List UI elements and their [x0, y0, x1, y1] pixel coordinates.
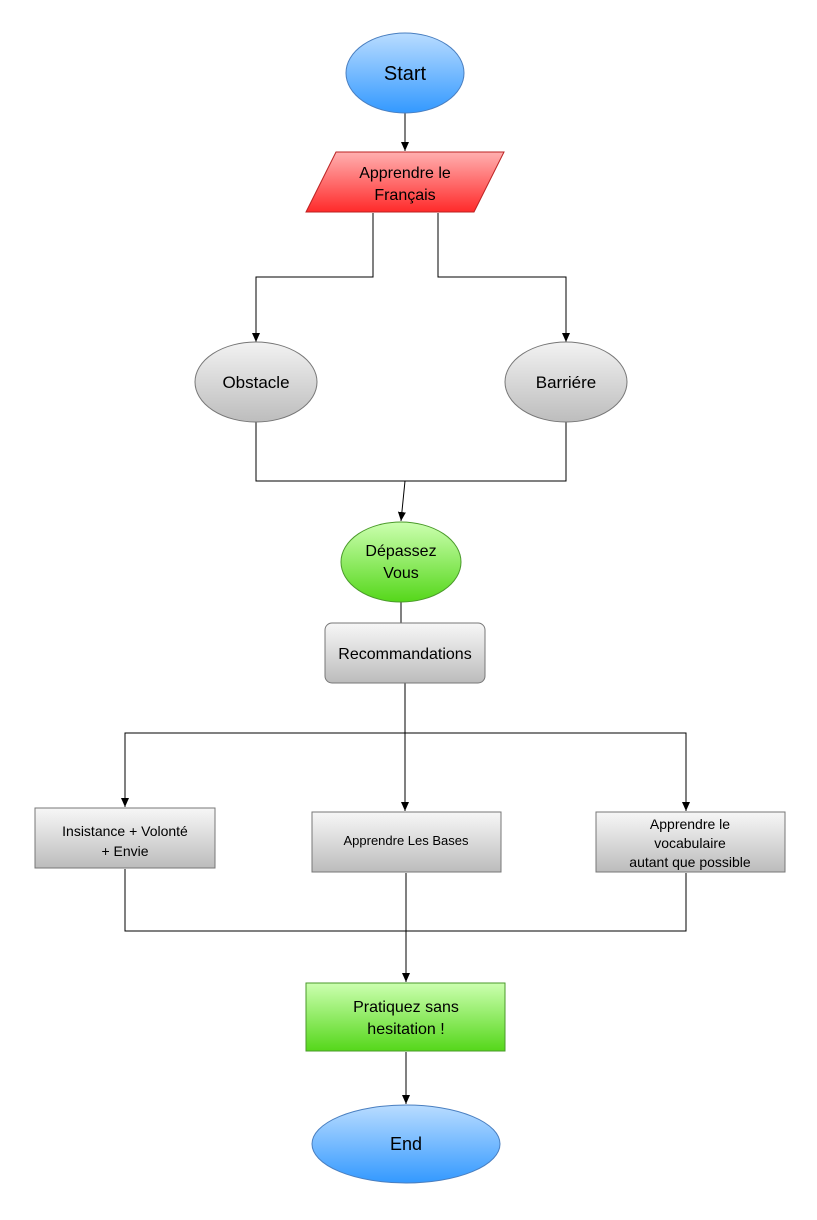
learn-french-label-line1: Apprendre le [359, 165, 451, 182]
node-learn-french: Apprendre le Français [305, 151, 505, 213]
overcome-label-line2: Vous [383, 565, 419, 582]
node-recommendations: Recommandations [324, 622, 486, 684]
node-barrier: Barriére [504, 341, 628, 423]
overcome-ellipse [340, 521, 462, 603]
edge-recommendations-to-vocabulary [405, 732, 690, 811]
edge-learn-to-obstacle [252, 213, 374, 342]
insistence-label-line2: + Envie [101, 843, 148, 859]
insistence-label-line1: Insistance + Volonté [62, 823, 188, 839]
edge-obstacle-barrier-join [255, 422, 567, 482]
vocabulary-label-line3: autant que possible [629, 854, 751, 870]
edge-learn-to-barrier [437, 213, 570, 342]
practice-label-line2: hesitation ! [367, 1021, 444, 1038]
start-ellipse [345, 32, 465, 114]
edge-join-to-overcome [397, 480, 406, 522]
vocabulary-box [595, 811, 786, 873]
obstacle-label: Obstacle [222, 373, 289, 392]
learn-french-label-line2: Français [374, 187, 435, 204]
recommendations-label: Recommandations [338, 646, 471, 663]
practice-box [305, 982, 506, 1052]
overcome-label-line1: Dépassez [365, 543, 436, 560]
practice-label-line1: Pratiquez sans [353, 999, 459, 1016]
end-ellipse [311, 1104, 501, 1184]
node-overcome: Dépassez Vous [340, 521, 462, 603]
node-basics: Apprendre Les Bases [311, 811, 502, 873]
node-insistence: Insistance + Volonté + Envie [34, 807, 216, 869]
start-label: Start [384, 63, 427, 85]
learn-french-parallelogram [305, 151, 505, 213]
basics-box [311, 811, 502, 873]
edge-recommendations-split [121, 683, 406, 807]
node-end: End [311, 1104, 501, 1184]
barrier-ellipse [504, 341, 628, 423]
node-practice: Pratiquez sans hesitation ! [305, 982, 506, 1052]
insistence-box [34, 807, 216, 869]
obstacle-ellipse [194, 341, 318, 423]
vocabulary-label-line1: Apprendre le [650, 816, 730, 832]
vocabulary-label-line2: vocabulaire [654, 835, 726, 851]
node-vocabulary: Apprendre le vocabulaire autant que poss… [595, 811, 786, 873]
edges [121, 113, 690, 1104]
recommendations-box [324, 622, 486, 684]
basics-label: Apprendre Les Bases [343, 833, 469, 848]
node-start: Start [345, 32, 465, 114]
node-obstacle: Obstacle [194, 341, 318, 423]
barrier-label: Barriére [536, 373, 596, 392]
end-label: End [390, 1134, 422, 1154]
